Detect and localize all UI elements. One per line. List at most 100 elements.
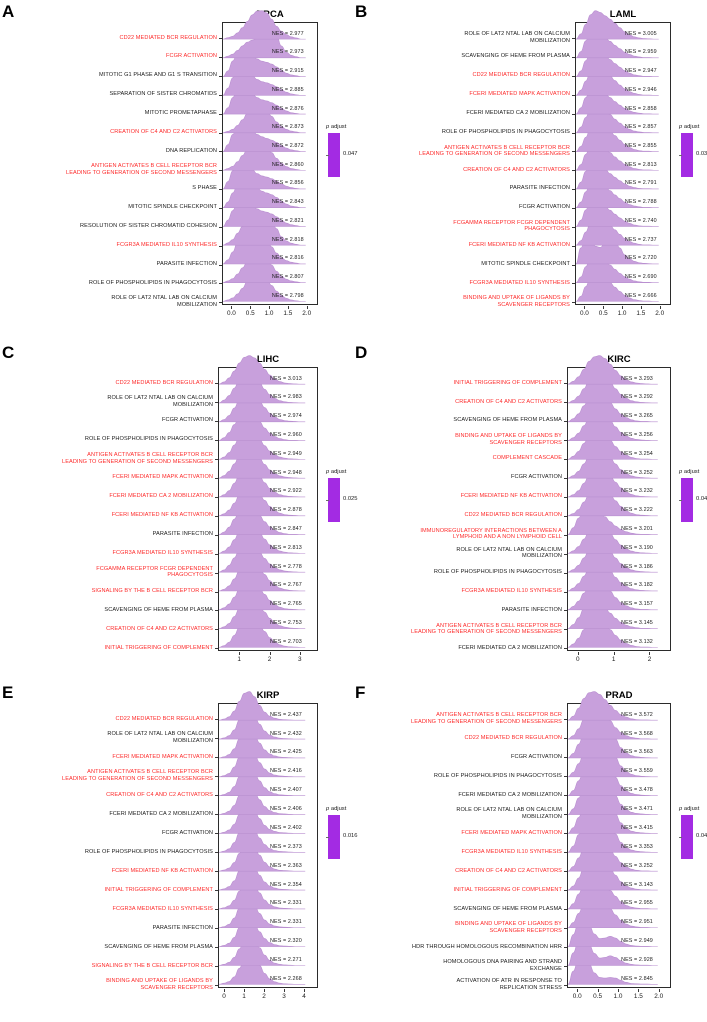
x-axis-tick-label: 1.5: [283, 309, 293, 317]
nes-value-label: NES = 2.876: [271, 105, 304, 112]
y-axis-tick: [214, 477, 218, 479]
category-label: FCERI MEDIATED MAPK ACTIVATION: [461, 829, 562, 836]
category-label: FCERI MEDIATED CA 2 MOBILIZATION: [109, 493, 213, 500]
x-axis-tick-label: 1: [237, 655, 241, 663]
panel-title-lihc: LIHC: [256, 354, 280, 365]
category-label: S PHASE: [192, 185, 217, 192]
category-label: CREATION OF C4 AND C2 ACTIVATORS: [455, 398, 562, 405]
density-ridge: [222, 10, 306, 40]
nes-value-label: NES = 2.813: [624, 161, 657, 168]
x-axis-tick-label: 0: [575, 655, 580, 663]
category-label: MITOTIC PROMETAPHASE: [144, 109, 217, 116]
y-axis-tick: [563, 947, 567, 949]
category-label: FCERI MEDIATED NF KB ACTIVATION: [468, 242, 570, 249]
x-axis-tick-label: 1: [611, 655, 616, 663]
panel-letter-f: F: [355, 683, 366, 702]
y-axis-tick: [218, 94, 222, 96]
nes-value-label: NES = 3.572: [621, 711, 653, 718]
nes-value-label: NES = 2.915: [271, 68, 304, 75]
category-label: FCGAMMA RECEPTOR FCGR DEPENDENT PHAGOCYT…: [453, 219, 570, 233]
category-label: INITIAL TRIGGERING OF COMPLEMENT: [104, 644, 213, 651]
density-ridge: [218, 898, 306, 929]
legend-value: 0.025: [343, 496, 358, 503]
nes-value-label: NES = 2.268: [270, 975, 302, 982]
nes-value-label: NES = 3.563: [621, 749, 653, 756]
y-axis-tick: [563, 572, 567, 574]
nes-value-label: NES = 2.740: [624, 217, 657, 224]
y-axis-tick: [218, 245, 222, 247]
nes-value-label: NES = 2.425: [270, 749, 302, 756]
x-axis-tick-label: 2.0: [654, 992, 664, 1000]
nes-value-label: NES = 2.666: [624, 292, 657, 299]
nes-value-label: NES = 2.955: [621, 900, 653, 907]
y-axis-tick: [214, 966, 218, 968]
density-ridge: [218, 355, 306, 385]
nes-value-label: NES = 2.720: [624, 255, 657, 262]
y-axis-tick: [571, 283, 575, 285]
nes-value-label: NES = 2.788: [624, 199, 657, 206]
nes-value-label: NES = 2.363: [270, 862, 302, 869]
category-label-column: INITIAL TRIGGERING OF COMPLEMENT CREATION…: [353, 367, 562, 651]
nes-value-label: NES = 2.416: [270, 768, 302, 775]
padjust-legend: p adjust 0.025: [326, 469, 366, 529]
y-axis-tick: [214, 421, 218, 423]
category-label: SCAVENGING OF HEME FROM PLASMA: [104, 606, 213, 613]
nes-value-label: NES = 3.252: [621, 862, 653, 869]
density-ridge: [575, 10, 659, 40]
density-ridge: [567, 691, 658, 721]
nes-value-label: NES = 2.885: [271, 86, 304, 93]
category-label: ROLE OF LAT2 NTAL LAB ON CALCIUM MOBILIZ…: [107, 395, 213, 408]
x-axis-tick-label: 1.5: [636, 309, 646, 317]
ridgeline-series-group: [575, 10, 659, 302]
y-axis-tick: [571, 170, 575, 172]
category-label: PARASITE INFECTION: [152, 924, 213, 931]
nes-value-label: NES = 2.821: [271, 217, 304, 224]
y-axis-tick: [214, 629, 218, 631]
nes-value-label: NES = 2.753: [270, 620, 302, 627]
nes-value-label: NES = 2.974: [270, 413, 302, 420]
y-axis-tick: [571, 113, 575, 115]
legend-tick: [326, 154, 329, 156]
density-ridge: [218, 691, 306, 721]
category-label: FCERI MEDIATED CA 2 MOBILIZATION: [109, 810, 213, 817]
y-axis-tick: [563, 553, 567, 555]
density-ridge: [218, 766, 306, 796]
category-label: CD22 MEDIATED BCR REGULATION: [115, 715, 213, 722]
category-label: ROLE OF PHOSPHOLIPIDS IN PHAGOCYTOSIS: [433, 772, 562, 779]
panel-letter-c: C: [2, 343, 15, 362]
x-axis-tick-label: 4: [302, 992, 306, 1000]
legend-value: 0.03: [696, 150, 707, 157]
y-axis-tick: [563, 928, 567, 930]
panel-letter-e: E: [2, 683, 14, 702]
legend-tick: [679, 836, 682, 838]
y-axis-tick: [571, 189, 575, 191]
y-axis-tick: [563, 985, 567, 987]
category-label: ROLE OF LAT2 NTAL LAB ON CALCIUM MOBILIZ…: [111, 295, 217, 308]
category-label: FCERI MEDIATED NF KB ACTIVATION: [460, 493, 562, 500]
nes-value-label: NES = 2.807: [271, 274, 304, 281]
nes-value-label: NES = 2.737: [624, 236, 657, 243]
density-ridge: [218, 747, 306, 778]
y-axis-tick: [214, 515, 218, 517]
category-label: SIGNALING BY THE B CELL RECEPTOR BCR: [91, 962, 213, 969]
y-axis-tick: [571, 75, 575, 77]
nes-value-label: NES = 2.331: [270, 900, 302, 907]
density-ridge: [218, 917, 306, 947]
category-label: MITOTIC SPINDLE CHECKPOINT: [128, 204, 217, 211]
x-axis-tick-label: 0.0: [579, 309, 589, 317]
category-label: INITIAL TRIGGERING OF COMPLEMENT: [453, 379, 562, 386]
density-ridge: [567, 355, 658, 385]
y-axis-tick: [214, 610, 218, 612]
nes-value-label: NES = 2.872: [271, 143, 304, 149]
category-label: CD22 MEDIATED BCR REGULATION: [464, 512, 562, 519]
x-axis-tick-label: 2.0: [302, 309, 312, 317]
nes-value-label: NES = 3.145: [621, 620, 653, 627]
legend-title: p adjust: [326, 469, 347, 476]
nes-value-label: NES = 2.949: [270, 450, 302, 457]
x-axis-tick: [244, 989, 245, 992]
